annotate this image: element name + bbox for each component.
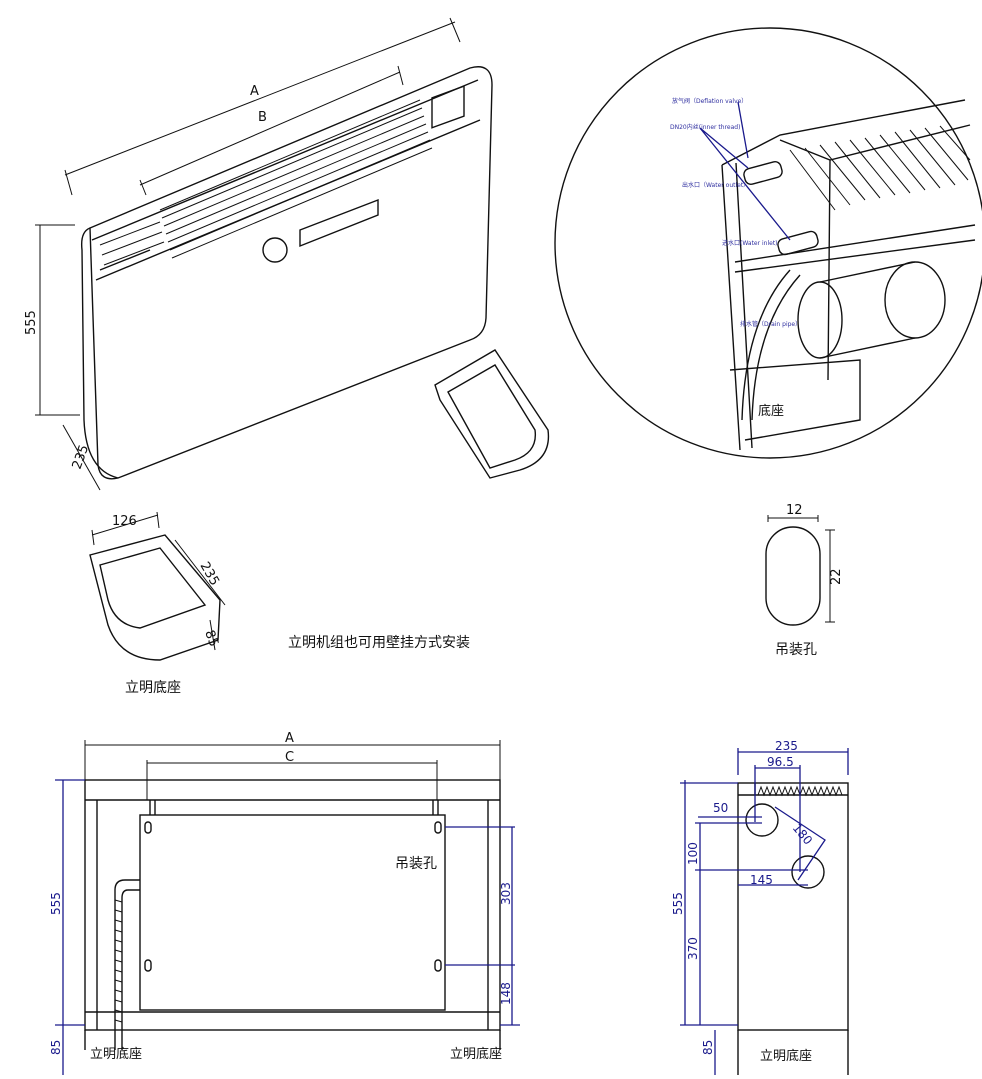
front-hole-label: 吊装孔 (395, 856, 437, 872)
base-width-label: 126 (112, 514, 137, 529)
dim-a-label: A (250, 84, 259, 99)
side-d145: 145 (750, 873, 773, 887)
side-base-label: 立明底座 (760, 1048, 812, 1064)
base-height-label: 85 (201, 628, 221, 649)
side-d50: 50 (713, 801, 728, 815)
front-lower-dim: 148 (499, 982, 513, 1005)
side-view: 235 96.5 50 100 180 145 555 370 85 立明底座 (671, 739, 849, 1075)
side-d100: 100 (686, 842, 700, 865)
front-base-left: 立明底座 (90, 1046, 142, 1062)
front-view: A C 555 85 303 148 吊装孔 立明底座 立明底座 (49, 731, 520, 1075)
side-d180: 180 (790, 821, 815, 848)
water-inlet-label: 进水口(Water inlet) (722, 239, 778, 247)
dimension-b: B (139, 65, 404, 196)
base-caption: 立明底座 (125, 680, 181, 696)
side-width: 235 (775, 739, 798, 753)
front-height: 555 (49, 892, 63, 915)
side-height: 555 (671, 892, 685, 915)
drain-pipe-label: 排水管（Drain pipe） (740, 320, 801, 328)
inner-thread-label: DN20内丝(inner thread) (670, 123, 740, 131)
front-dim-a: A (285, 731, 294, 746)
deflation-valve-label: 放气阀（Deflation valve） (672, 97, 747, 105)
front-upper-dim: 303 (499, 882, 513, 905)
hole-height-label: 22 (829, 568, 844, 585)
detail-base-label: 底座 (758, 403, 784, 419)
dimension-height: 555 (24, 224, 80, 416)
dimension-depth: 235 (62, 424, 101, 491)
detail-callout: 放气阀（Deflation valve） DN20内丝(inner thread… (554, 27, 982, 459)
dimension-a: A (64, 17, 461, 196)
water-outlet-label: 出水口（Water outlet） (682, 181, 749, 189)
hanging-hole-detail: 12 22 吊装孔 (765, 503, 844, 658)
depth-label: 235 (70, 443, 93, 471)
side-offset: 96.5 (767, 755, 794, 769)
wall-mount-note: 立明机组也可用壁挂方式安装 (288, 635, 470, 651)
front-dim-c: C (285, 750, 294, 765)
dim-b-label: B (258, 110, 267, 125)
hole-width-label: 12 (786, 503, 803, 518)
front-base-right: 立明底座 (450, 1046, 502, 1062)
isometric-unit-view: A B 555 235 (24, 17, 550, 491)
side-base-height: 85 (701, 1040, 715, 1055)
side-d370: 370 (686, 937, 700, 960)
height-label: 555 (24, 310, 39, 335)
hole-caption: 吊装孔 (775, 642, 817, 658)
base-depth-label: 235 (197, 560, 222, 589)
front-base-height: 85 (49, 1040, 63, 1055)
small-base-iso (434, 349, 550, 479)
base-iso-view: 126 235 85 立明底座 (89, 511, 226, 696)
